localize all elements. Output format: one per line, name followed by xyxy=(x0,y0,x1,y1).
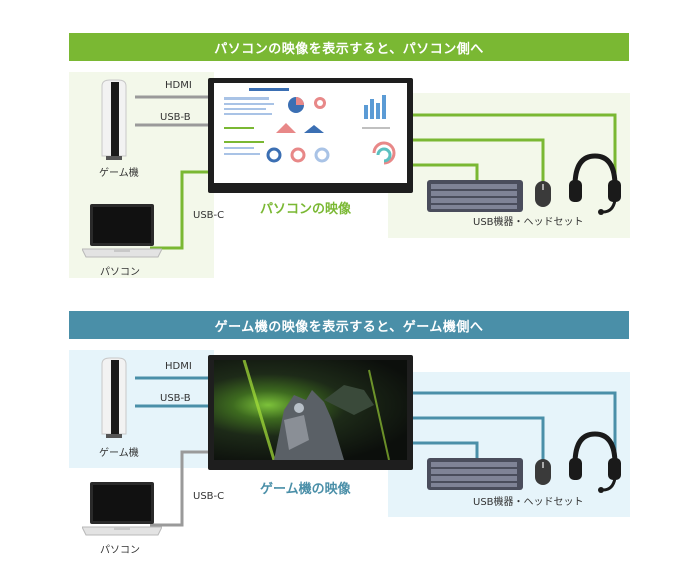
laptop-label: パソコン xyxy=(100,545,140,556)
pc-screen xyxy=(214,83,407,183)
keyboard-icon xyxy=(427,458,523,490)
usbc-label: USB-C xyxy=(193,210,225,221)
section1-caption: パソコンの映像 xyxy=(260,202,352,217)
usbb-label: USB-B xyxy=(160,112,191,123)
laptop-label: パソコン xyxy=(100,267,140,278)
game-console-label: ゲーム機 xyxy=(99,168,139,179)
hdmi-label: HDMI xyxy=(165,361,192,372)
usbc-label: USB-C xyxy=(193,491,225,502)
keyboard-icon xyxy=(427,180,523,212)
monitor-icon xyxy=(208,78,413,193)
usbb-label: USB-B xyxy=(160,393,191,404)
laptop-icon xyxy=(82,203,162,263)
laptop-icon xyxy=(82,481,162,541)
section2-banner: ゲーム機の映像を表示すると、ゲーム機側へ xyxy=(69,311,629,339)
usb-devices-label: USB機器・ヘッドセット xyxy=(473,497,584,508)
section2-caption: ゲーム機の映像 xyxy=(260,482,351,497)
game-screen xyxy=(214,360,407,460)
headset-icon xyxy=(567,150,623,218)
mouse-icon xyxy=(534,180,552,208)
game-console-icon xyxy=(96,78,132,162)
hdmi-label: HDMI xyxy=(165,80,192,91)
game-console-label: ゲーム機 xyxy=(99,448,139,459)
monitor-icon xyxy=(208,355,413,470)
headset-icon xyxy=(567,428,623,496)
game-console-icon xyxy=(96,356,132,440)
mouse-icon xyxy=(534,458,552,486)
section1-banner: パソコンの映像を表示すると、パソコン側へ xyxy=(69,33,629,61)
usb-devices-label: USB機器・ヘッドセット xyxy=(473,217,584,228)
section2-console-bg xyxy=(69,350,214,468)
